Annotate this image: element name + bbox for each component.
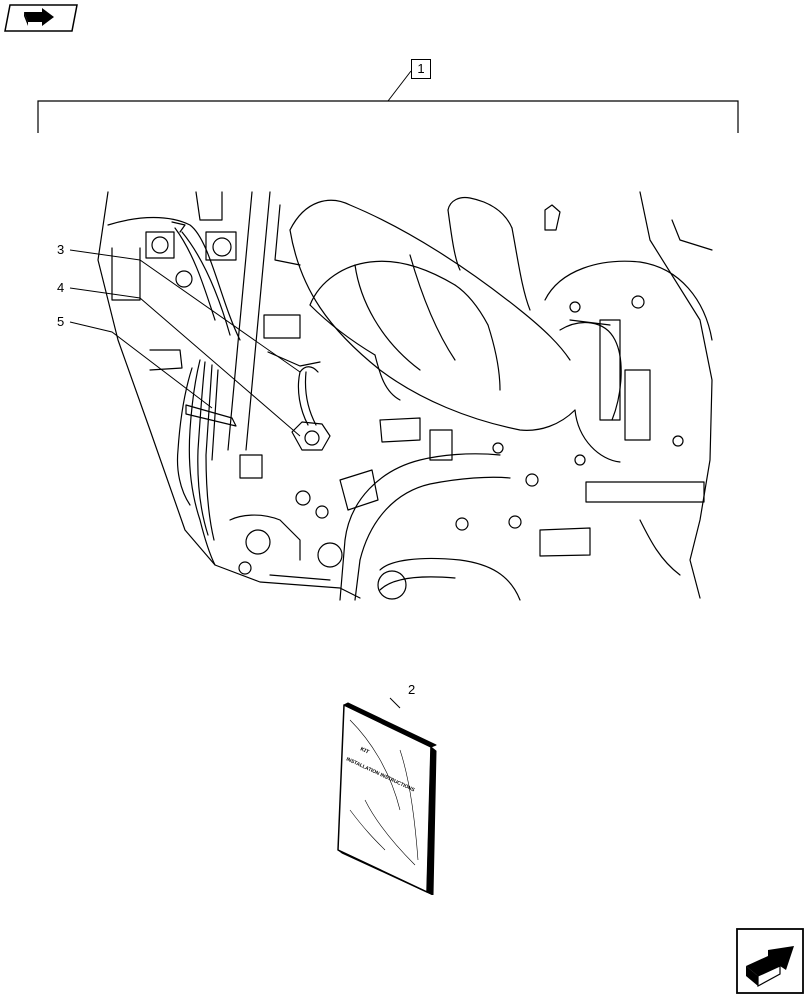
kit-bracket	[37, 70, 739, 133]
callout-3: 3	[57, 242, 65, 257]
engine-illustration	[69, 191, 713, 601]
next-page-icon[interactable]	[736, 928, 804, 994]
callout-2: 2	[408, 682, 416, 697]
manual-title-line-1: KIT	[359, 746, 370, 755]
callout-4: 4	[57, 280, 65, 295]
callout-1: 1	[411, 59, 431, 79]
installation-manual-booklet: KIT INSTALLATION INSTRUCTIONS	[337, 697, 437, 895]
previous-page-icon[interactable]	[4, 4, 78, 32]
callout-5: 5	[57, 314, 65, 329]
